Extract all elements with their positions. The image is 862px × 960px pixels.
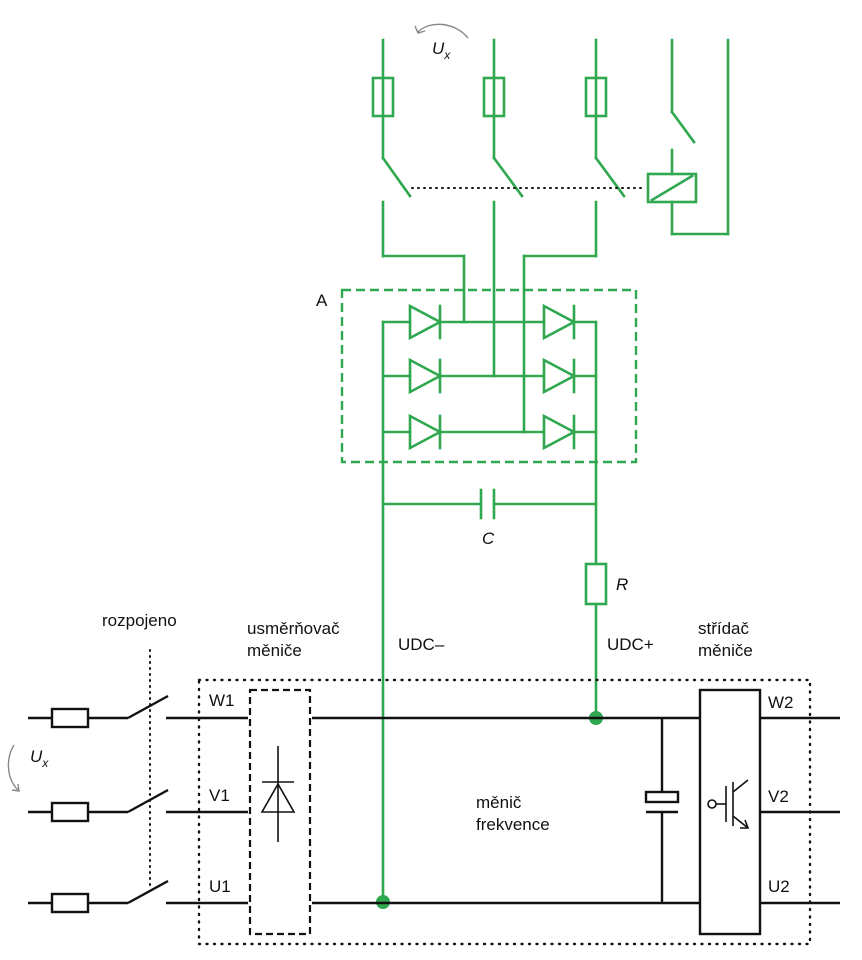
diode-6-icon	[542, 413, 577, 451]
diode-3-icon	[408, 357, 443, 395]
ux-left-arrow-icon	[7, 744, 19, 791]
ux-left-label: Ux	[30, 747, 49, 770]
inverter-block	[698, 688, 762, 936]
diode-2-icon	[542, 303, 577, 341]
rozpojeno-label: rozpojeno	[102, 611, 177, 630]
terminal-w1-label: W1	[209, 691, 235, 710]
diode-5-icon	[408, 413, 443, 451]
fuse-left-u	[50, 892, 90, 914]
dc-link-capacitor-icon	[644, 790, 680, 804]
ux-left-arrowhead-icon	[11, 783, 20, 792]
converter-section	[7, 649, 840, 946]
switch-left-w	[127, 694, 169, 720]
capacitor-c-label: C	[482, 529, 495, 548]
rectifier-diode-icon	[260, 782, 296, 813]
switch-left-v	[127, 788, 169, 814]
igbt-emitter-arrow-icon	[740, 819, 750, 829]
resistor-r-icon	[584, 562, 608, 606]
diode-1-icon	[408, 303, 443, 341]
fuse-left-v	[50, 801, 90, 823]
terminal-u2-label: U2	[768, 877, 790, 896]
terminal-u1-label: U1	[209, 877, 231, 896]
ux-top-arrowhead-icon	[414, 25, 426, 34]
diode-4-icon	[542, 357, 577, 395]
capacitor-c	[381, 488, 598, 520]
inverter-label-line2: měniče	[698, 641, 753, 660]
resistor-r-label: R	[616, 575, 628, 594]
ux-top-label: Ux	[432, 39, 451, 62]
converter-label-line2: frekvence	[476, 815, 550, 834]
rectifier-label-line1: usměrňovač	[247, 619, 340, 638]
inverter-label-line1: střídač	[698, 619, 750, 638]
block-a-boundary	[340, 288, 638, 464]
top-supply-branch	[371, 23, 730, 434]
terminal-v1-label: V1	[209, 786, 230, 805]
fuse-left-w	[50, 707, 90, 729]
block-a-label: A	[316, 291, 328, 310]
switch-left-u	[127, 879, 169, 905]
contactor-switch-2	[492, 156, 524, 198]
udc-minus-label: UDC–	[398, 635, 445, 654]
bridge-rectifier-a	[340, 288, 638, 566]
rectifier-label-line2: měniče	[247, 641, 302, 660]
contactor-switch-3	[594, 156, 626, 198]
ux-top-arrow-icon	[417, 23, 469, 39]
terminal-v2-label: V2	[768, 787, 789, 806]
contactor-switch-1	[381, 156, 412, 198]
terminal-w2-label: W2	[768, 693, 794, 712]
igbt-gate-icon	[707, 799, 717, 809]
udc-plus-label: UDC+	[607, 635, 654, 654]
converter-label-line1: měnič	[476, 793, 522, 812]
converter-rectifier-block	[248, 688, 312, 936]
